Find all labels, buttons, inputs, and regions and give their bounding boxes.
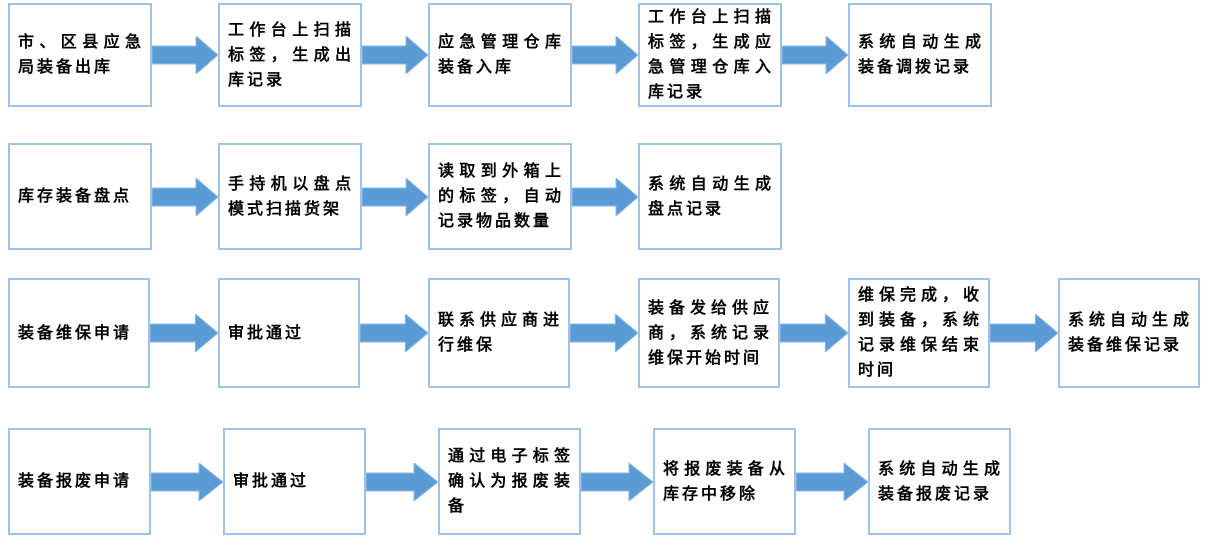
flow-step-label: 系统自动生成装备维保记录 (1068, 312, 1192, 354)
arrow-right-icon (366, 462, 438, 501)
arrow-right-icon (362, 36, 428, 74)
flow-step-label: 通过电子标签确认为报废装备 (448, 448, 573, 515)
flow-step-label: 读取到外箱上的标签，自动记录物品数量 (438, 163, 564, 230)
arrow-right-icon (796, 462, 868, 501)
flow-step-label: 审批通过 (228, 324, 305, 342)
flow-step-label: 工作台上扫描标签，生成应急管理仓库入库记录 (648, 9, 774, 101)
flow-step-label: 市、区县应急局装备出库 (18, 34, 144, 76)
flow-step-label: 将报废装备从库存中移除 (663, 460, 788, 503)
flow-step-label: 应急管理仓库装备入库 (438, 34, 564, 76)
flow-step-label: 维保完成，收到装备，系统记录维保结束时间 (858, 287, 982, 379)
flow-row-maintenance: 装备维保申请 审批通过 联系供应商进行维保 装备发给供应商，系统记录维保开始时间… (8, 278, 1200, 388)
flow-step: 将报废装备从库存中移除 (653, 428, 796, 535)
arrow-right-icon (151, 462, 223, 501)
flow-row-scrap: 装备报废申请 审批通过 通过电子标签确认为报废装备 将报废装备从库存中移除 系统… (8, 428, 1011, 535)
arrow-right-icon (360, 314, 428, 352)
flow-step: 系统自动生成装备维保记录 (1058, 278, 1200, 388)
flow-step: 装备发给供应商，系统记录维保开始时间 (638, 278, 780, 388)
flow-step: 审批通过 (223, 428, 366, 535)
flow-step: 系统自动生成装备报废记录 (868, 428, 1011, 535)
flow-step-label: 装备维保申请 (18, 324, 133, 342)
flow-step-label: 系统自动生成装备调拨记录 (858, 34, 984, 76)
flow-step: 市、区县应急局装备出库 (8, 3, 152, 107)
arrow-right-icon (572, 36, 638, 74)
flow-step-label: 装备发给供应商，系统记录维保开始时间 (648, 299, 772, 367)
flow-step: 联系供应商进行维保 (428, 278, 570, 388)
arrow-right-icon (782, 36, 848, 74)
flow-step: 系统自动生成装备调拨记录 (848, 3, 992, 107)
flow-step: 工作台上扫描标签，生成出库记录 (218, 3, 362, 107)
flow-step: 装备报废申请 (8, 428, 151, 535)
arrow-right-icon (572, 177, 638, 216)
flow-step: 装备维保申请 (8, 278, 150, 388)
arrow-right-icon (152, 177, 218, 216)
arrow-right-icon (570, 314, 638, 352)
flow-step: 系统自动生成盘点记录 (638, 143, 782, 250)
flow-step-label: 库存装备盘点 (18, 188, 133, 205)
flow-step-label: 系统自动生成装备报废记录 (878, 460, 1003, 503)
arrow-right-icon (150, 314, 218, 352)
arrow-right-icon (152, 36, 218, 74)
flow-row-inventory-count: 库存装备盘点 手持机以盘点模式扫描货架 读取到外箱上的标签，自动记录物品数量 系… (8, 143, 782, 250)
flow-step-label: 手持机以盘点模式扫描货架 (228, 175, 354, 218)
flow-row-equipment-transfer: 市、区县应急局装备出库 工作台上扫描标签，生成出库记录 应急管理仓库装备入库 工… (8, 3, 992, 107)
flow-step-label: 联系供应商进行维保 (438, 312, 562, 354)
flow-step: 手持机以盘点模式扫描货架 (218, 143, 362, 250)
flow-step-label: 工作台上扫描标签，生成出库记录 (228, 21, 354, 89)
flow-step: 读取到外箱上的标签，自动记录物品数量 (428, 143, 572, 250)
flow-step-label: 装备报废申请 (18, 473, 133, 490)
flow-step: 维保完成，收到装备，系统记录维保结束时间 (848, 278, 990, 388)
flow-step-label: 审批通过 (233, 473, 310, 490)
flow-step: 库存装备盘点 (8, 143, 152, 250)
arrow-right-icon (581, 462, 653, 501)
flow-step: 应急管理仓库装备入库 (428, 3, 572, 107)
flow-step: 审批通过 (218, 278, 360, 388)
arrow-right-icon (362, 177, 428, 216)
arrow-right-icon (780, 314, 848, 352)
arrow-right-icon (990, 314, 1058, 352)
flow-step: 通过电子标签确认为报废装备 (438, 428, 581, 535)
flow-step: 工作台上扫描标签，生成应急管理仓库入库记录 (638, 3, 782, 107)
flow-step-label: 系统自动生成盘点记录 (648, 175, 774, 218)
